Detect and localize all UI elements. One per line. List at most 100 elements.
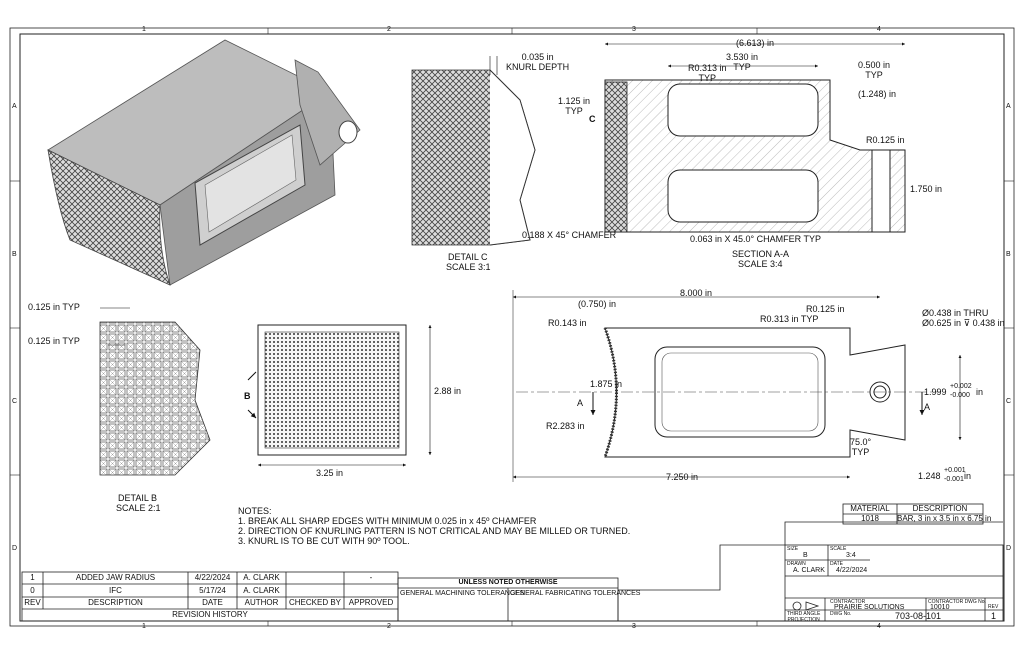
- material-value: 1018: [861, 514, 879, 523]
- zone-row-b-right: B: [1006, 251, 1011, 258]
- rev-row1-desc: ADDED JAW RADIUS: [75, 573, 156, 582]
- zone-col-2: 2: [387, 26, 391, 33]
- zone-row-c-right: C: [1006, 398, 1012, 405]
- section-side-dim: (1.248) in: [858, 89, 897, 99]
- section-inner-dim: 3.530 in TYP: [726, 52, 759, 72]
- section-wall-dim: 0.500 in TYP: [858, 60, 891, 80]
- rev-header-approved: APPROVED: [348, 598, 394, 607]
- top-tail-minus: -0.001: [944, 476, 964, 483]
- top-tail-unit: in: [964, 471, 972, 481]
- top-view: [512, 290, 962, 482]
- section-chamfer-063: 0.063 in X 45.0° CHAMFER TYP: [690, 234, 821, 244]
- detail-b-scale: SCALE 2:1: [116, 503, 161, 513]
- detail-c-view: [411, 56, 536, 246]
- top-width-tol-minus: -0.000: [950, 392, 970, 399]
- dwg-no-value: 703-08-101: [895, 611, 942, 621]
- zone-row-d-right: D: [1006, 545, 1012, 552]
- rev-header-date: DATE: [202, 598, 223, 607]
- fabricating-tolerances: GENERAL FABRICATING TOLERANCES: [510, 590, 641, 597]
- contractor-label: CONTRACTOR: [830, 599, 866, 605]
- rev-row1-approved: -: [369, 573, 373, 582]
- detail-b-dim-2: 0.125 in TYP: [28, 336, 80, 346]
- section-height-right: 1.750 in: [910, 184, 943, 194]
- top-tail-plus: +0.001: [944, 467, 966, 474]
- rev-row0-date: 5/17/24: [199, 586, 226, 595]
- isometric-view: [47, 39, 361, 286]
- rev-row1-date: 4/22/2024: [194, 573, 231, 582]
- rev-row1-rev: 1: [30, 573, 35, 582]
- tolerance-heading: UNLESS NOTED OTHERWISE: [458, 579, 558, 586]
- section-radius-dim: R0.313 in TYP: [688, 63, 727, 83]
- size-label: SIZE: [787, 546, 799, 552]
- top-length-dim: 7.250 in: [666, 472, 699, 482]
- section-aa-title: SECTION A-A: [732, 249, 790, 259]
- scale-value: 3:4: [846, 552, 856, 559]
- rev-header-desc: DESCRIPTION: [88, 598, 143, 607]
- top-arc-radius: R2.283 in: [546, 421, 585, 431]
- section-small-radius: R0.125 in: [866, 135, 905, 145]
- description-header: DESCRIPTION: [912, 504, 968, 513]
- description-value: BAR, 3 in x 3.5 in x 6.75 in: [897, 514, 992, 523]
- contractor-dwg-value: 10010: [930, 604, 950, 611]
- zone-row-c: C: [12, 398, 18, 405]
- top-height-dim: 1.875 in: [590, 379, 623, 389]
- top-tail-value: 1.248: [918, 471, 941, 481]
- zone-col-4: 4: [877, 26, 881, 33]
- section-aa-scale: SCALE 3:4: [738, 259, 783, 269]
- section-height-left: 1.125 in TYP: [558, 96, 591, 116]
- date-label: DATE: [830, 561, 843, 567]
- rev-row0-author: A. CLARK: [243, 586, 280, 595]
- top-offset-dim: (0.750) in: [578, 299, 617, 309]
- section-callout-c: C: [589, 114, 596, 124]
- revision-history-label: REVISION HISTORY: [172, 610, 248, 619]
- zone-col-3: 3: [632, 26, 636, 33]
- top-hole-thru: Ø0.438 in THRU: [922, 308, 989, 318]
- dwg-no-label: DWG No.: [830, 611, 852, 617]
- top-radius-3: R0.125 in: [806, 304, 845, 314]
- rev-label: REV: [988, 604, 999, 610]
- top-width-tol-plus: +0.002: [950, 383, 972, 390]
- zone-row-d: D: [12, 545, 18, 552]
- material-table: [842, 503, 984, 525]
- zone-col-2-bottom: 2: [387, 623, 391, 630]
- detail-b-view: [99, 307, 211, 476]
- rev-header-rev: REV: [24, 598, 41, 607]
- knurl-depth-dim: 0.035 in KNURL DEPTH: [506, 52, 570, 72]
- third-angle-projection: THIRD ANGLE PROJECTION: [787, 611, 821, 623]
- contractor-value: PRAIRIE SOLUTIONS: [834, 604, 905, 611]
- top-radius-2: R0.313 in TYP: [760, 314, 819, 324]
- top-width-tol-value: 1.999: [924, 387, 947, 397]
- scale-label: SCALE: [830, 546, 847, 552]
- section-aa-view: [604, 42, 906, 233]
- detail-c-scale: SCALE 3:1: [446, 262, 491, 272]
- notes-heading: NOTES:: [238, 506, 272, 516]
- detail-b-title: DETAIL B: [118, 493, 158, 503]
- note-1: 1. BREAK ALL SHARP EDGES WITH MINIMUM 0.…: [238, 516, 537, 526]
- zone-col-1: 1: [142, 26, 146, 33]
- material-header: MATERIAL: [850, 504, 890, 513]
- date-value: 4/22/2024: [836, 567, 868, 574]
- rev-header-checked: CHECKED BY: [288, 598, 341, 607]
- top-width-tol-unit: in: [976, 387, 984, 397]
- top-overall-dim: 8.000 in: [680, 288, 713, 298]
- note-3: 3. KNURL IS TO BE CUT WITH 90º TOOL.: [238, 536, 410, 546]
- contractor-dwg-label: CONTRACTOR DWG No.: [928, 599, 986, 605]
- zone-row-b: B: [12, 251, 17, 258]
- top-angle-dim: 75.0° TYP: [850, 437, 872, 457]
- zone-row-a-right: A: [1006, 103, 1011, 110]
- rev-value: 1: [991, 611, 997, 621]
- top-hole-counterbore: Ø0.625 in ⊽ 0.438 in: [922, 318, 1005, 328]
- top-section-a-left: A: [577, 398, 584, 408]
- detail-c-title: DETAIL C: [448, 252, 488, 262]
- rev-row1-author: A. CLARK: [243, 573, 280, 582]
- zone-col-1-bottom: 1: [142, 623, 146, 630]
- zone-row-a: A: [12, 103, 17, 110]
- face-height-dim: 2.88 in: [434, 386, 462, 396]
- section-chamfer-188: 0.188 X 45° CHAMFER: [522, 230, 617, 240]
- rev-header-author: AUTHOR: [244, 598, 279, 607]
- title-block-grid: [617, 521, 1004, 622]
- rev-row0-desc: IFC: [109, 586, 122, 595]
- face-width-dim: 3.25 in: [316, 468, 344, 478]
- drawn-label: DRAWN: [787, 561, 806, 567]
